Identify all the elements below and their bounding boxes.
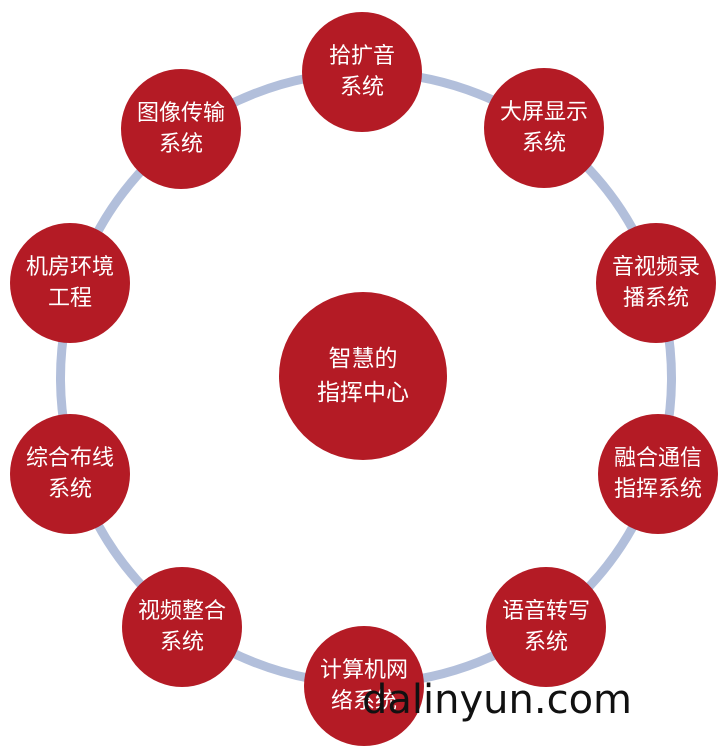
node-label-line2: 系统	[521, 131, 566, 156]
node-cabling: 综合布线 系统	[10, 414, 130, 534]
node-label-line2: 指挥系统	[613, 477, 702, 502]
node-label-line1: 综合布线	[25, 446, 114, 471]
node-audio: 拾扩音 系统	[302, 12, 422, 132]
node-label-line2: 络系统	[330, 689, 397, 714]
node-network: 计算机网 络系统	[304, 626, 424, 746]
node-label-line1: 图像传输	[136, 101, 225, 126]
node-av-recording: 音视频录 播系统	[596, 223, 716, 343]
node-label-line1: 音视频录	[611, 255, 700, 280]
node-label-line1: 语音转写	[501, 599, 590, 624]
node-label-line1: 计算机网	[319, 658, 408, 683]
node-label-line1: 大屏显示	[499, 100, 588, 125]
node-label-line2: 播系统	[622, 286, 689, 311]
node-machine-room: 机房环境 工程	[10, 223, 130, 343]
center-node-line2: 指挥中心	[317, 380, 409, 406]
node-label-line2: 系统	[159, 630, 204, 655]
node-image: 图像传输 系统	[121, 69, 241, 189]
watermark: dalinyun.com	[362, 677, 632, 723]
node-label-line2: 工程	[47, 286, 92, 311]
node-label-line2: 系统	[523, 630, 568, 655]
node-label-line1: 机房环境	[25, 255, 114, 280]
node-speech: 语音转写 系统	[486, 567, 606, 687]
node-label-line2: 系统	[47, 477, 92, 502]
node-video: 视频整合 系统	[122, 567, 242, 687]
node-label-line1: 视频整合	[137, 599, 226, 624]
center-node: 智慧的 指挥中心	[279, 292, 447, 460]
node-label-line1: 融合通信	[613, 446, 702, 471]
node-fusion: 融合通信 指挥系统	[598, 414, 718, 534]
center-node-line1: 智慧的	[328, 346, 398, 372]
node-label-line2: 系统	[339, 75, 384, 100]
node-display: 大屏显示 系统	[484, 68, 604, 188]
node-label-line1: 拾扩音	[328, 44, 395, 69]
node-label-line2: 系统	[158, 132, 203, 157]
